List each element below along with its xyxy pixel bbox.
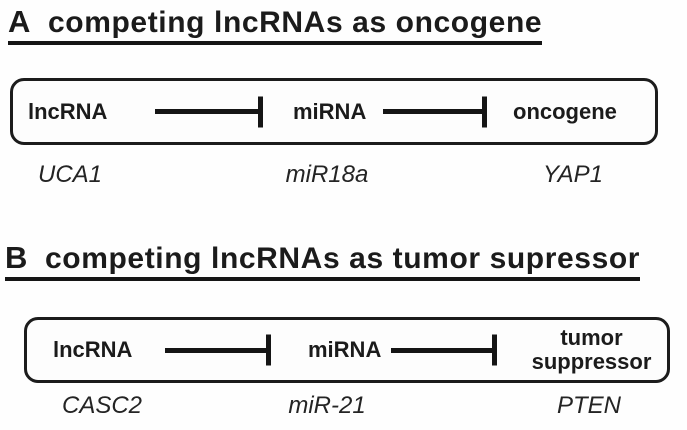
inhibition-arrow-icon [155,96,263,127]
panel-b-title: B competing lncRNAs as tumor supressor [5,240,641,281]
arrow-shaft [165,347,268,353]
panel-b-example-mirna: miR-21 [288,392,366,419]
panel-b-letter: B [5,240,28,275]
panel-a-title: A competing lncRNAs as oncogene [8,4,543,45]
panel-a-node-mirna: miRNA [293,98,367,124]
arrow-shaft [383,109,484,114]
arrow-shaft [155,109,260,114]
arrow-blunt-head [258,96,263,127]
arrow-shaft [391,347,494,353]
arrow-blunt-head [492,334,497,366]
panel-b-example-tumor-suppressor: PTEN [556,392,622,419]
inhibition-arrow-icon [165,334,271,366]
panel-b-node-tumor-suppressor: tumor suppressor [531,324,652,374]
panel-a-example-oncogene: YAP1 [542,161,604,188]
panel-a-node-oncogene: oncogene [513,98,617,124]
inhibition-arrow-icon [383,96,487,127]
panel-b-scheme-box: lncRNA miRNA tumor suppressor [24,317,670,383]
inhibition-arrow-icon [391,334,497,366]
panel-b-node-mirna: miRNA [308,336,382,362]
panel-b-title-text: competing lncRNAs as tumor supressor [45,242,641,275]
panel-a-example-lncrna: UCA1 [37,161,103,188]
panel-a-title-text: competing lncRNAs as oncogene [48,6,543,39]
panel-a-node-lncrna: lncRNA [28,98,108,124]
arrow-blunt-head [482,96,487,127]
arrow-blunt-head [266,334,271,366]
panel-a-letter: A [8,4,31,39]
panel-a-scheme-box: lncRNA miRNA oncogene [10,78,658,145]
panel-a-example-mirna: miR18a [285,161,369,188]
panel-b-example-lncrna: CASC2 [61,392,143,419]
panel-b-node-lncrna: lncRNA [53,336,133,362]
